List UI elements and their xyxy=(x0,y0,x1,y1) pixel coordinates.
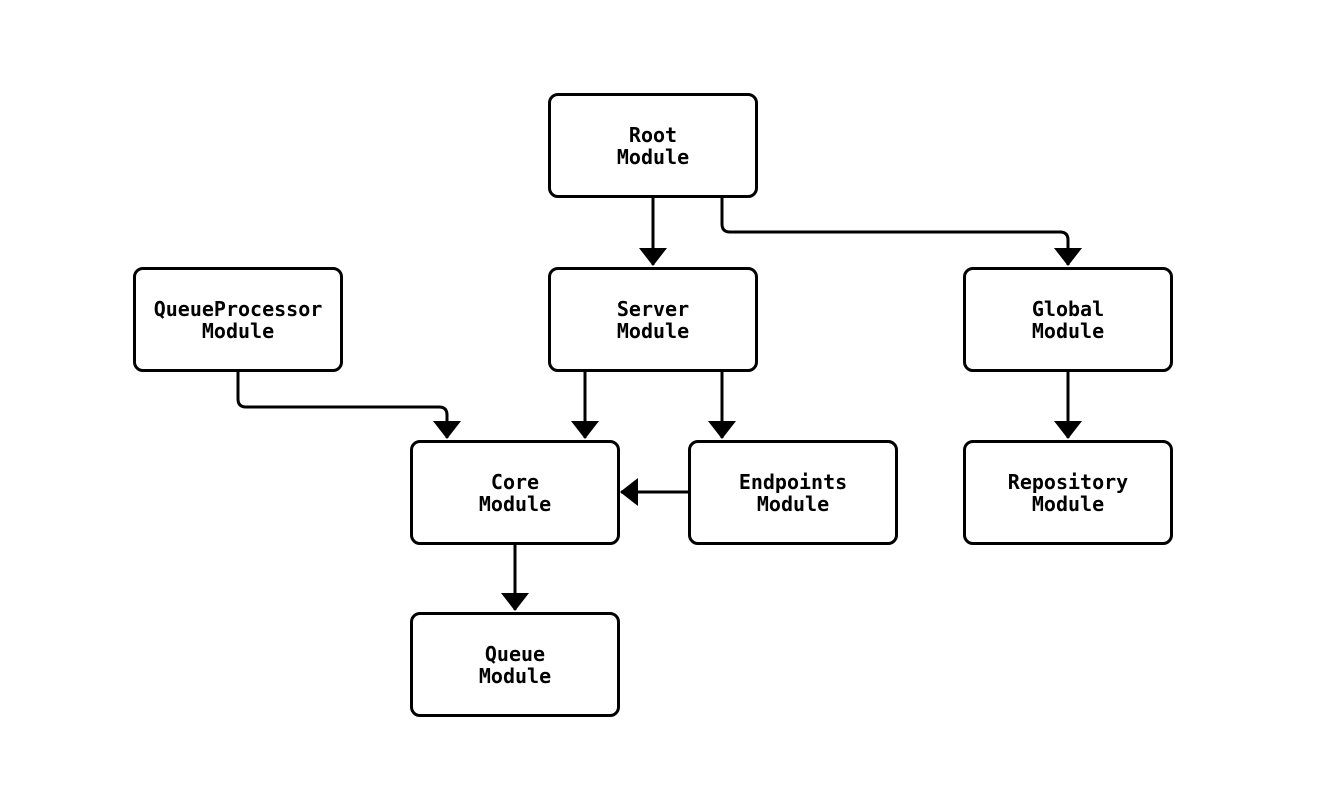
node-repository-module: Repository Module xyxy=(963,440,1173,545)
node-endpoints-module: Endpoints Module xyxy=(688,440,898,545)
node-server-module-label-line2: Module xyxy=(616,318,690,343)
node-server-module-label-line1: Server xyxy=(616,296,690,321)
node-global-module-label-line2: Module xyxy=(1031,318,1105,343)
node-endpoints-module-label-line2: Module xyxy=(756,491,830,516)
node-queueprocessor-module: QueueProcessor Module xyxy=(133,267,343,372)
node-queue-module-label-line2: Module xyxy=(478,663,552,688)
node-core-module-label-line1: Core xyxy=(490,469,540,494)
node-core-module: Core Module xyxy=(410,440,620,545)
node-root-module: Root Module xyxy=(548,93,758,198)
node-repository-module-label-line2: Module xyxy=(1031,491,1105,516)
node-endpoints-module-label-line1: Endpoints xyxy=(738,469,848,494)
node-queueprocessor-module-label-line1: QueueProcessor xyxy=(153,296,323,321)
edge-root-to-global xyxy=(720,198,1082,266)
node-server-module: Server Module xyxy=(548,267,758,372)
node-queue-module: Queue Module xyxy=(410,612,620,717)
node-global-module: Global Module xyxy=(963,267,1173,372)
edge-queueprocessor-to-core xyxy=(236,372,461,439)
node-queue-module-label-line1: Queue xyxy=(484,641,546,666)
node-root-module-label-line1: Root xyxy=(628,122,678,147)
node-global-module-label-line1: Global xyxy=(1031,296,1105,321)
node-repository-module-label-line1: Repository xyxy=(1007,469,1129,494)
node-queueprocessor-module-label-line2: Module xyxy=(201,318,275,343)
node-core-module-label-line2: Module xyxy=(478,491,552,516)
node-root-module-label-line2: Module xyxy=(616,144,690,169)
